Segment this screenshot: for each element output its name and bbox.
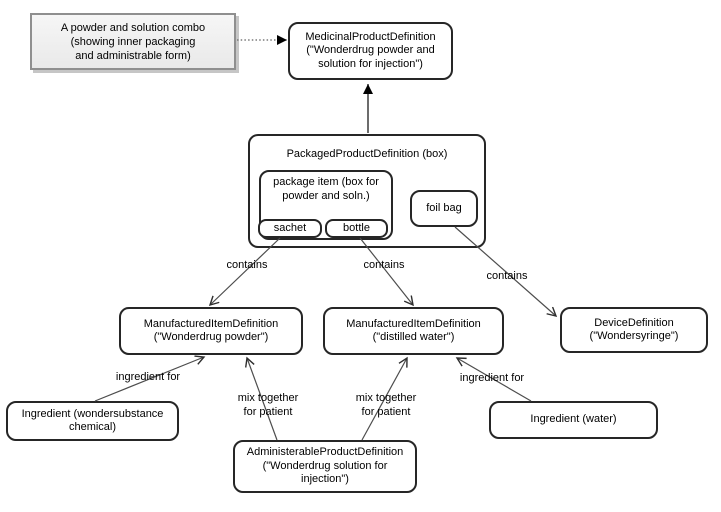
- node-manufactured-item-water: ManufacturedItemDefinition ("distilled w…: [323, 307, 504, 355]
- node-ingredient-water: Ingredient (water): [489, 401, 658, 439]
- edge-label-ingredient-for-right: ingredient for: [459, 372, 525, 384]
- node-device-definition: DeviceDefinition ("Wondersyringe"): [560, 307, 708, 353]
- node-ingredient-chemical: Ingredient (wondersubstance chemical): [6, 401, 179, 441]
- edge-label-contains-1: contains: [226, 259, 268, 271]
- note-box: A powder and solution combo (showing inn…: [30, 13, 236, 70]
- edge-label-contains-3: contains: [486, 270, 528, 282]
- node-administerable-product-definition: AdministerableProductDefinition ("Wonder…: [233, 440, 417, 493]
- node-packaged-product-definition-label: PackagedProductDefinition (box): [286, 148, 448, 160]
- node-medicinal-product-definition: MedicinalProductDefinition ("Wonderdrug …: [288, 22, 453, 80]
- edge-label-mix-together-left: mix together for patient: [237, 392, 299, 418]
- node-foil-bag: foil bag: [410, 190, 478, 227]
- node-manufactured-item-powder: ManufacturedItemDefinition ("Wonderdrug …: [119, 307, 303, 355]
- node-bottle: bottle: [325, 219, 388, 238]
- edge-label-contains-2: contains: [363, 259, 405, 271]
- node-sachet: sachet: [258, 219, 322, 238]
- edge-label-ingredient-for-left: ingredient for: [115, 371, 181, 383]
- edge-label-mix-together-right: mix together for patient: [355, 392, 417, 418]
